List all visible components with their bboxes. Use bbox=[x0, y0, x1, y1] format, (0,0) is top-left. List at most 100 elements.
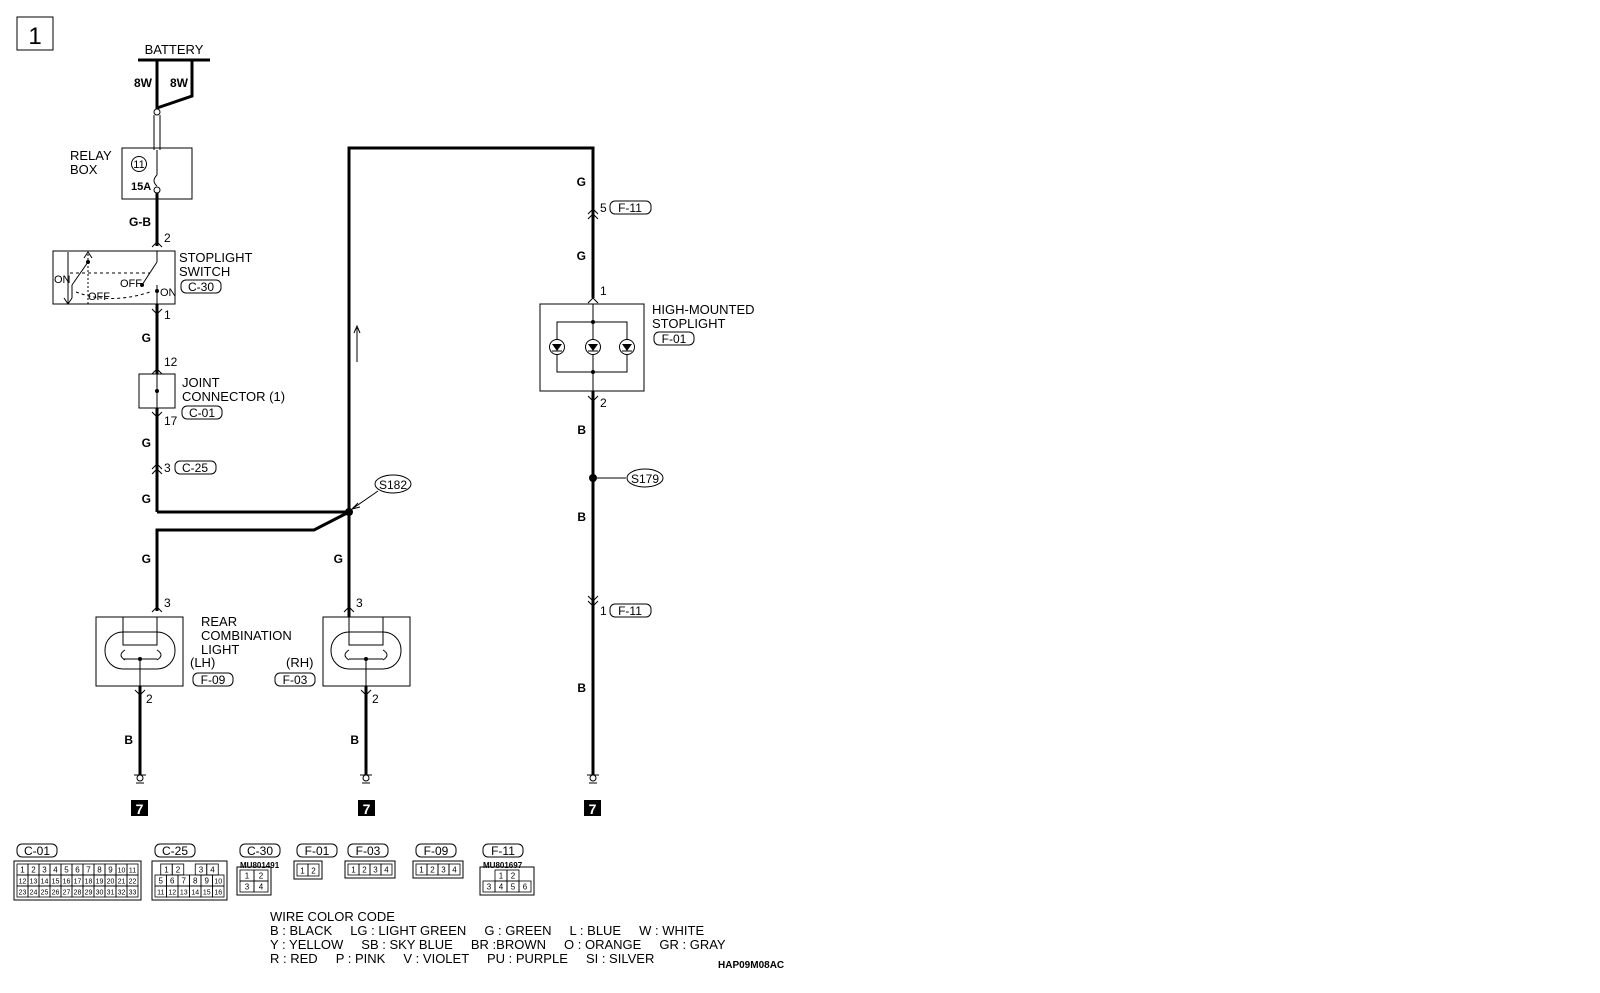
connector-pin-cell bbox=[307, 863, 320, 877]
wire-b-4-label: B bbox=[124, 733, 133, 747]
switch-link-bottom bbox=[75, 291, 151, 299]
connector-pin-number: 25 bbox=[41, 890, 49, 897]
splice-s182: S182 bbox=[379, 478, 407, 492]
legend-row-1: B : BLACK LG : LIGHT GREEN G : GREEN L :… bbox=[270, 923, 704, 938]
fuse-element-icon bbox=[153, 174, 158, 187]
connector-pin-number: 3 bbox=[245, 883, 250, 892]
switch-connector-tag bbox=[180, 279, 222, 294]
switch-state-on-right: ON bbox=[160, 287, 177, 299]
ground-hm-ref-box bbox=[584, 800, 601, 816]
connector-pin-number: 30 bbox=[96, 890, 104, 897]
connector-pin-number: 4 bbox=[210, 866, 215, 875]
connector-pin-number: 33 bbox=[129, 890, 137, 897]
connector-view-tag bbox=[296, 843, 338, 858]
connector-pin-number: 3 bbox=[487, 883, 492, 892]
connector-pin-cell bbox=[518, 880, 532, 893]
connector-pin-number: 13 bbox=[180, 890, 188, 897]
switch-pin-top: 2 bbox=[164, 231, 171, 245]
connector-pin-number: 2 bbox=[176, 866, 181, 875]
lh-side: (LH) bbox=[190, 655, 215, 670]
connector-pin-number: 4 bbox=[53, 866, 58, 875]
connector-pin-number: 9 bbox=[108, 866, 113, 875]
hm-pin-bottom: 2 bbox=[600, 396, 607, 410]
connector-pin-number: 4 bbox=[499, 883, 504, 892]
connector-pin-number: 6 bbox=[75, 866, 80, 875]
legend-title: WIRE COLOR CODE bbox=[270, 909, 395, 924]
switch-label-1: STOPLIGHT bbox=[179, 250, 253, 265]
connector-pin-number: 11 bbox=[157, 890, 164, 897]
connector-pin-number: 6 bbox=[170, 877, 175, 886]
connector-pin-number: 8 bbox=[97, 866, 102, 875]
connector-view-body bbox=[13, 860, 142, 901]
hm-node-bottom bbox=[591, 370, 595, 374]
connector-pin-number: 14 bbox=[191, 890, 199, 897]
rh-pin-in: 3 bbox=[356, 596, 363, 610]
connector-view-part: MU801491 bbox=[240, 861, 280, 870]
connector-view-name: F-03 bbox=[356, 844, 381, 858]
lh-connector: F-09 bbox=[201, 673, 226, 687]
connector-view-name: C-25 bbox=[162, 844, 188, 858]
flow-arrow-icon bbox=[353, 324, 361, 334]
splice-s179-node bbox=[589, 474, 597, 482]
connector-pin-number: 10 bbox=[214, 879, 222, 886]
rh-pin-out: 2 bbox=[372, 692, 379, 706]
c25-connector-icon bbox=[151, 463, 163, 475]
connector-view-tag bbox=[239, 843, 281, 858]
wire-b-5-label: B bbox=[350, 733, 359, 747]
hm-connector-tag bbox=[653, 331, 695, 346]
switch-on-contact bbox=[155, 289, 159, 293]
joint-node bbox=[155, 389, 159, 393]
ground-lh-ref: 7 bbox=[136, 801, 144, 817]
hm-pin-top: 1 bbox=[600, 284, 607, 298]
connector-pin-number: 26 bbox=[52, 890, 60, 897]
wire-b-1-label: B bbox=[577, 423, 586, 437]
connector-pin-number: 32 bbox=[118, 890, 126, 897]
relay-box-label-2: BOX bbox=[70, 162, 98, 177]
switch-state-off-right: OFF bbox=[120, 278, 142, 290]
wire-g-2-label: G bbox=[142, 436, 151, 450]
connector-pin-number: 11 bbox=[129, 868, 136, 875]
pin-arrow bbox=[587, 297, 599, 304]
connector-pin-number: 2 bbox=[430, 866, 435, 875]
connector-pin-number: 2 bbox=[259, 872, 264, 881]
connector-pin-number: 1 bbox=[300, 867, 305, 876]
battery-wire-right-label: 8W bbox=[170, 76, 189, 90]
splice-s182-leader bbox=[351, 490, 379, 510]
rear-light-label-3: LIGHT bbox=[201, 642, 239, 657]
connector-pin-number: 2 bbox=[511, 872, 516, 881]
ground-rh-ref: 7 bbox=[363, 801, 371, 817]
connector-pin-number: 12 bbox=[168, 890, 176, 897]
connector-pin-number: 14 bbox=[41, 879, 49, 886]
connector-pin-cell bbox=[253, 880, 269, 893]
fuse-terminal-top bbox=[153, 108, 161, 116]
connector-view-part: MU801697 bbox=[483, 861, 523, 870]
connector-pin-number: 18 bbox=[85, 879, 93, 886]
connector-pin-number: 5 bbox=[511, 883, 516, 892]
switch-state-on-left: ON bbox=[54, 274, 71, 286]
hm-label-2: STOPLIGHT bbox=[652, 316, 726, 331]
battery-label: BATTERY bbox=[145, 42, 204, 57]
connector-pin-number: 12 bbox=[19, 879, 27, 886]
connector-pin-number: 2 bbox=[31, 866, 36, 875]
connector-pin-number: 24 bbox=[30, 890, 38, 897]
connector-pin-number: 22 bbox=[129, 879, 137, 886]
connector-pin-number: 7 bbox=[182, 877, 187, 886]
legend-row-2: Y : YELLOW SB : SKY BLUE BR :BROWN O : O… bbox=[270, 937, 726, 952]
connector-view-tag bbox=[347, 843, 389, 858]
lh-pin-in: 3 bbox=[164, 596, 171, 610]
fuse-number: 11 bbox=[133, 159, 144, 171]
diagram-code: HAP09M08AC bbox=[718, 960, 784, 971]
connector-pin-number: 1 bbox=[20, 866, 25, 875]
f11-bottom-connector-tag bbox=[609, 603, 652, 618]
connector-pin-cell bbox=[126, 885, 139, 898]
wire-g-6-label: G bbox=[142, 552, 151, 566]
connector-pin-number: 19 bbox=[96, 879, 104, 886]
switch-contact-left bbox=[71, 261, 89, 286]
connector-pin-number: 15 bbox=[52, 879, 60, 886]
connector-pin-cell bbox=[212, 885, 225, 898]
connector-view-body bbox=[479, 866, 535, 896]
connector-pin-number: 3 bbox=[42, 866, 47, 875]
stoplight-switch-box bbox=[52, 250, 176, 305]
wire-b-3-label: B bbox=[577, 681, 586, 695]
